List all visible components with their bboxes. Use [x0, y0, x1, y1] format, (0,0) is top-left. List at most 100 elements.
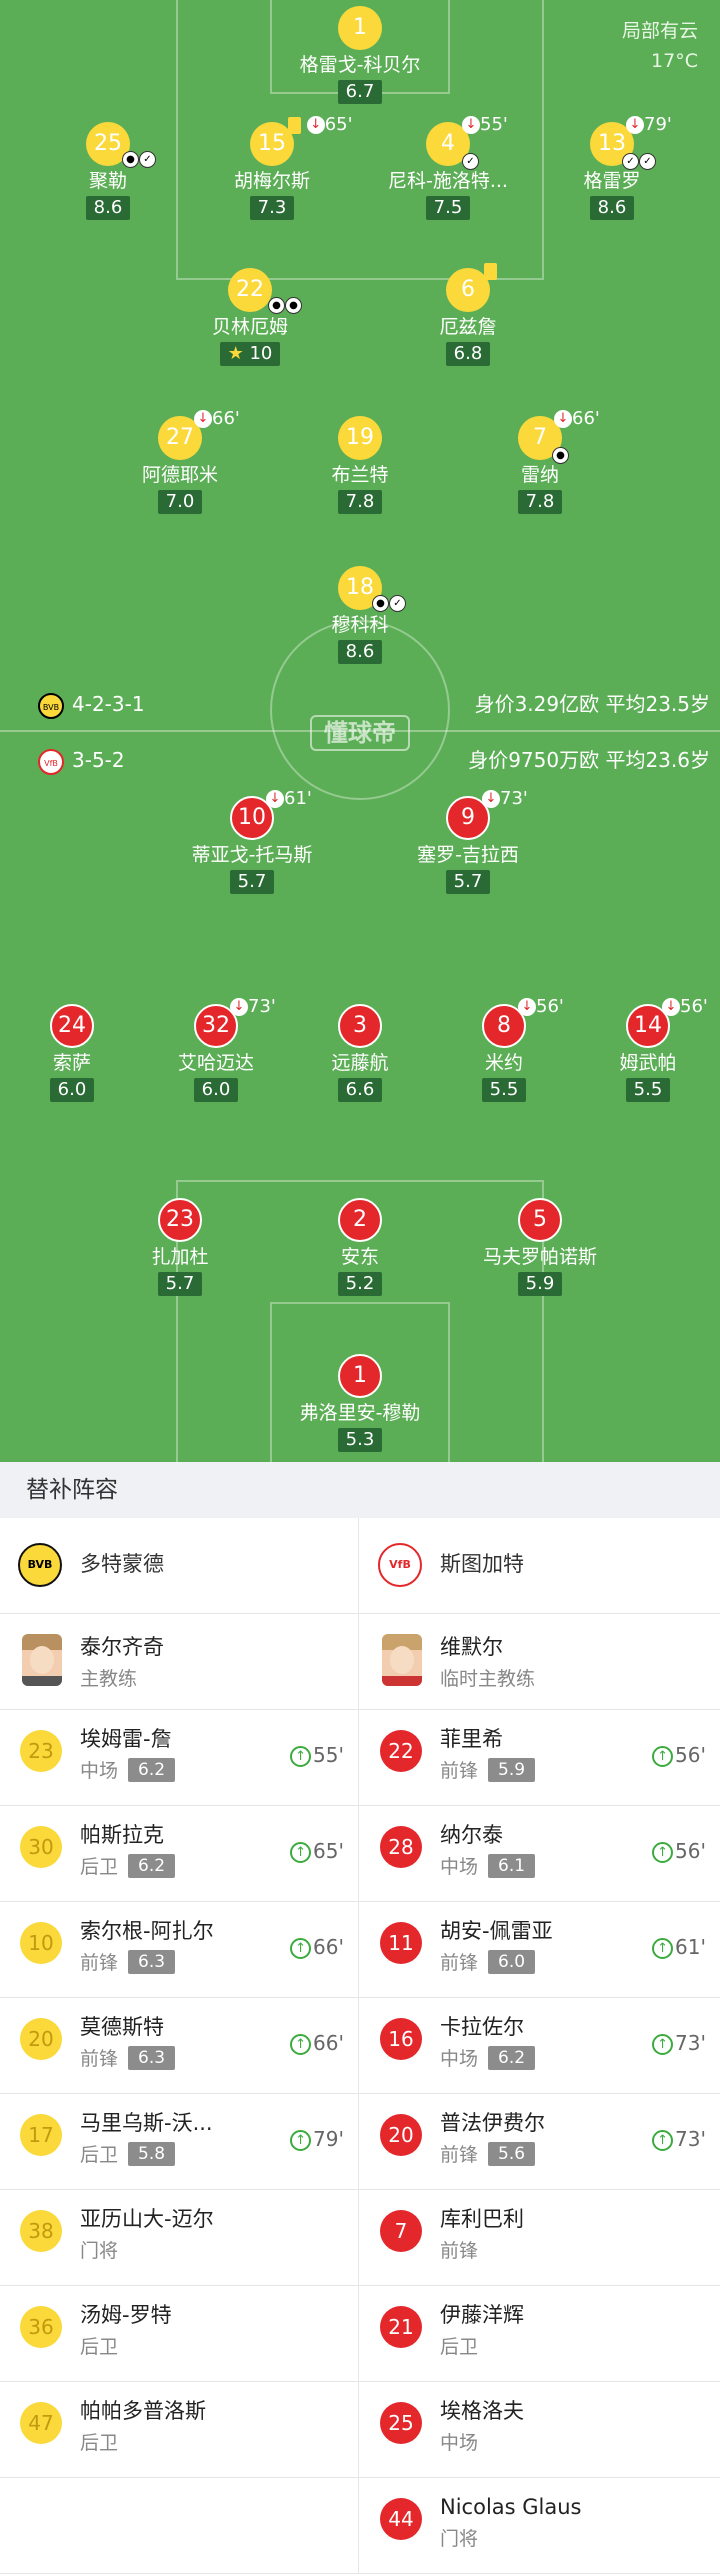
player-events: ●✓: [372, 592, 406, 614]
player-name: 胡梅尔斯: [233, 170, 310, 192]
sub-number: 30: [20, 1826, 62, 1868]
player-rating-value: 10: [249, 343, 273, 364]
substitution-on-icon: ↑: [290, 2130, 312, 2151]
sub-minute: ↑61': [652, 1934, 706, 1960]
sub-rating: 6.0: [488, 1950, 536, 1974]
sub-position: 前锋: [440, 1952, 479, 1974]
away-player[interactable]: 2 安东 5.2: [260, 1198, 460, 1296]
sub-name: 马里乌斯-沃...: [80, 2111, 213, 2135]
home-sub-cell: [0, 2478, 359, 2573]
away-player[interactable]: 9 塞罗-吉拉西 5.7 ↓73': [368, 788, 568, 894]
boot-icon: ✓: [462, 152, 479, 170]
sub-minute: 65': [324, 114, 353, 135]
player-number: 19: [338, 416, 382, 460]
sub-minute-value: 66': [313, 1935, 344, 1959]
away-player[interactable]: 24 索萨 6.0: [0, 1004, 172, 1102]
away-player[interactable]: 14 姆武帕 5.5 ↓56': [548, 996, 720, 1102]
player-name: 弗洛里安-穆勒: [299, 1402, 421, 1424]
player-events: ↓55': [462, 114, 508, 136]
player-rating: 5.5: [481, 1078, 527, 1102]
sub-position-line: 门将: [80, 2238, 118, 2264]
player-name: 聚勒: [88, 170, 127, 192]
yellow-card-icon: [484, 262, 497, 280]
home-player[interactable]: 6 厄兹詹 6.8: [368, 262, 568, 366]
sub-rating: 6.1: [488, 1854, 536, 1878]
substitution-on-icon: ↑: [652, 1842, 674, 1863]
away-player[interactable]: 10 蒂亚戈-托马斯 5.7 ↓61': [152, 788, 352, 894]
coach-role: 临时主教练: [440, 1668, 536, 1690]
sub-name: Nicolas Glaus: [440, 2495, 582, 2519]
player-number: 14: [626, 1004, 670, 1048]
player-name: 雷纳: [520, 464, 559, 486]
sub-name: 莫德斯特: [80, 2015, 164, 2039]
sub-position: 中场: [440, 1856, 479, 1878]
player-name: 扎加杜: [151, 1246, 209, 1268]
sub-position: 前锋: [440, 2240, 479, 2262]
home-player[interactable]: 22 贝林厄姆 ★ 10 ●●: [150, 268, 350, 366]
substitution-on-icon: ↑: [290, 1842, 312, 1863]
home-player[interactable]: 4 尼科-施洛特... 7.5 ↓55' ✓: [348, 114, 548, 220]
player-name: 塞罗-吉拉西: [417, 844, 519, 866]
home-player[interactable]: 1 格雷戈-科贝尔 6.7: [260, 6, 460, 104]
substitution-on-icon: ↑: [290, 1938, 312, 1959]
home-player[interactable]: 15 胡梅尔斯 7.3 ↓65': [172, 114, 372, 220]
home-player[interactable]: 13 格雷罗 8.6 ↓79' ✓✓: [512, 114, 712, 220]
away-player[interactable]: 32 艾哈迈达 6.0 ↓73': [116, 996, 316, 1102]
away-coach-cell[interactable]: 维默尔 临时主教练: [360, 1614, 720, 1709]
away-player[interactable]: 23 扎加杜 5.7: [80, 1198, 280, 1296]
boot-icon: ✓: [622, 152, 639, 170]
away-player[interactable]: 3 远藤航 6.6: [260, 1004, 460, 1102]
away-player[interactable]: 1 弗洛里安-穆勒 5.3: [260, 1354, 460, 1452]
home-player[interactable]: 18 穆科科 8.6 ●✓: [260, 566, 460, 664]
sub-minute-value: 55': [313, 1743, 344, 1767]
home-player[interactable]: 27 阿德耶米 7.0 ↓66': [80, 408, 280, 514]
substitution-off-icon: ↓: [462, 116, 480, 134]
coach-name: 维默尔: [440, 1635, 503, 1659]
sub-minute-value: 56': [675, 1839, 706, 1863]
home-player[interactable]: 19 布兰特 7.8: [260, 416, 460, 514]
sub-name: 纳尔泰: [440, 1823, 503, 1847]
sub-rating: 5.9: [488, 1758, 536, 1782]
sub-minute: ↑65': [290, 1838, 344, 1864]
sub-position: 中场: [80, 1760, 119, 1782]
home-player[interactable]: 25 聚勒 8.6 ●✓: [8, 122, 208, 220]
home-player[interactable]: 7 雷纳 7.8 ↓66' ●: [440, 408, 640, 514]
player-name: 安东: [340, 1246, 379, 1268]
sub-number: 17: [20, 2114, 62, 2156]
player-rating: 6.0: [193, 1078, 239, 1102]
player-rating: 7.5: [425, 196, 471, 220]
football-icon: ●: [268, 296, 285, 314]
substitution-on-icon: ↑: [290, 2034, 312, 2055]
player-rating: 7.0: [157, 490, 203, 514]
sub-name: 埃格洛夫: [440, 2399, 524, 2423]
home-coach-cell[interactable]: 泰尔齐奇 主教练: [0, 1614, 359, 1709]
away-player[interactable]: 5 马夫罗帕诺斯 5.9: [440, 1198, 640, 1296]
player-rating: 8.6: [85, 196, 131, 220]
sub-number: 23: [20, 1730, 62, 1772]
away-player[interactable]: 8 米约 5.5 ↓56': [404, 996, 604, 1102]
